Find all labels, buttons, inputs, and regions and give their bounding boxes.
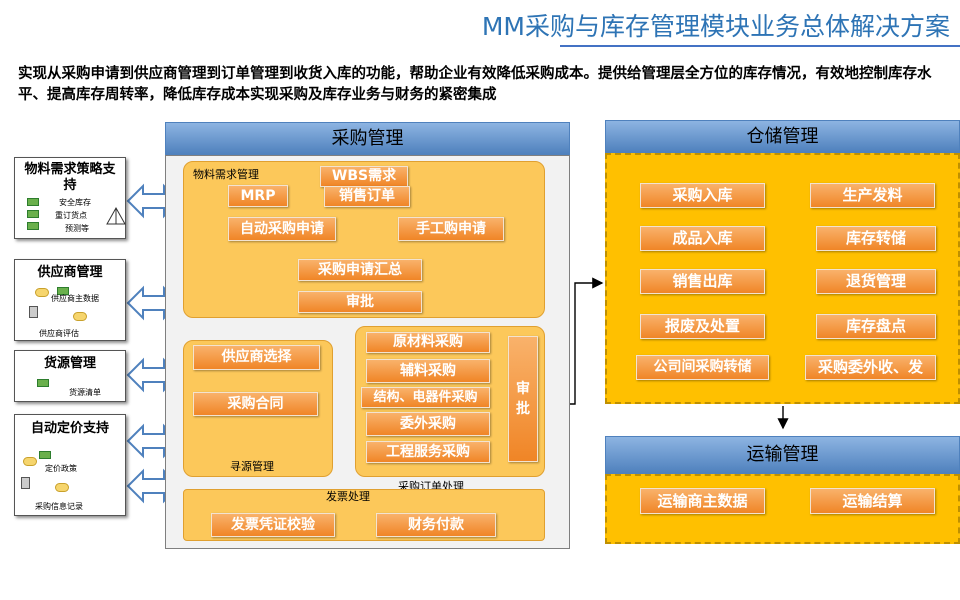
mrp-group-caption: 物料需求管理 [193, 168, 259, 181]
money-icon [27, 198, 39, 206]
mrp-button[interactable]: MRP [228, 185, 288, 207]
finance-payment-button[interactable]: 财务付款 [376, 513, 496, 537]
note-text: 供应商评估 [39, 329, 79, 338]
left-box-supplier: 供应商管理 供应商主数据 供应商评估 [14, 259, 126, 341]
warehouse-item-button[interactable]: 公司间采购转储 [636, 355, 769, 380]
pyramid-icon [106, 206, 126, 225]
left-box-pricing: 自动定价支持 定价政策 采购信息记录 [14, 414, 126, 516]
warehouse-item-button[interactable]: 报废及处置 [640, 314, 765, 339]
note-text: 安全库存 [59, 198, 91, 207]
transport-header: 运输管理 [605, 436, 960, 474]
left-box-title: 货源管理 [43, 356, 96, 371]
money-icon [39, 451, 51, 459]
note-text: 供应商主数据 [51, 294, 99, 303]
left-box-title: 供应商管理 [37, 265, 103, 280]
left-box-title: 自动定价支持 [30, 421, 109, 436]
requisition-summary-button[interactable]: 采购申请汇总 [298, 259, 422, 281]
money-icon [27, 222, 39, 230]
left-box-title: 物料需求策略支持 [24, 162, 116, 193]
transport-item-button[interactable]: 运输商主数据 [640, 488, 765, 514]
sales-order-button[interactable]: 销售订单 [324, 186, 410, 207]
order-item-button[interactable]: 工程服务采购 [366, 441, 490, 463]
page-title: MM采购与库存管理模块业务总体解决方案 [481, 12, 950, 41]
money-icon [27, 210, 39, 218]
warehouse-item-button[interactable]: 生产发料 [810, 183, 935, 208]
left-box-source: 货源管理 货源清单 [14, 350, 126, 402]
hand-icon [35, 288, 49, 297]
wbs-demand-button[interactable]: WBS需求 [320, 166, 408, 187]
title-divider [560, 45, 960, 47]
order-item-button[interactable]: 原材料采购 [366, 332, 490, 353]
money-icon [37, 379, 49, 387]
money-icon [57, 287, 69, 295]
note-text: 采购信息记录 [35, 502, 83, 511]
intro-text: 实现从采购申请到供应商管理到订单管理到收货入库的功能，帮助企业有效降低采购成本。… [18, 66, 932, 103]
warehouse-item-button[interactable]: 采购委外收、发 [805, 355, 936, 380]
invoice-caption: 发票处理 [326, 490, 370, 503]
warehouse-item-button[interactable]: 库存转储 [816, 226, 936, 251]
invoice-verify-button[interactable]: 发票凭证校验 [211, 513, 335, 537]
hand-icon [55, 483, 69, 492]
order-item-button[interactable]: 辅料采购 [366, 359, 490, 383]
requisition-approve-button[interactable]: 审批 [298, 291, 422, 313]
purchase-contract-button[interactable]: 采购合同 [193, 392, 318, 416]
hand-icon [73, 312, 87, 321]
warehouse-header: 仓储管理 [605, 120, 960, 153]
supplier-select-button[interactable]: 供应商选择 [193, 345, 320, 370]
document-icon [29, 306, 38, 318]
purchase-header: 采购管理 [165, 122, 570, 155]
warehouse-item-button[interactable]: 销售出库 [640, 269, 765, 294]
note-text: 货源清单 [69, 388, 101, 397]
note-text: 预测等 [65, 224, 89, 233]
order-item-button[interactable]: 委外采购 [366, 412, 490, 436]
order-approve-button[interactable]: 审批 [508, 336, 538, 462]
warehouse-item-button[interactable]: 库存盘点 [816, 314, 936, 339]
order-item-button[interactable]: 结构、电器件采购 [361, 387, 490, 408]
note-text: 重订货点 [55, 211, 87, 220]
left-box-material-strategy: 物料需求策略支持 安全库存 重订货点 预测等 [14, 157, 126, 239]
document-icon [21, 477, 30, 489]
auto-requisition-button[interactable]: 自动采购申请 [228, 217, 336, 241]
note-text: 定价政策 [45, 464, 77, 473]
warehouse-item-button[interactable]: 采购入库 [640, 183, 765, 208]
transport-item-button[interactable]: 运输结算 [810, 488, 935, 514]
hand-icon [23, 457, 37, 466]
warehouse-item-button[interactable]: 退货管理 [816, 269, 936, 294]
warehouse-item-button[interactable]: 成品入库 [640, 226, 765, 251]
sourcing-caption: 寻源管理 [230, 460, 274, 473]
manual-requisition-button[interactable]: 手工购申请 [398, 217, 504, 241]
